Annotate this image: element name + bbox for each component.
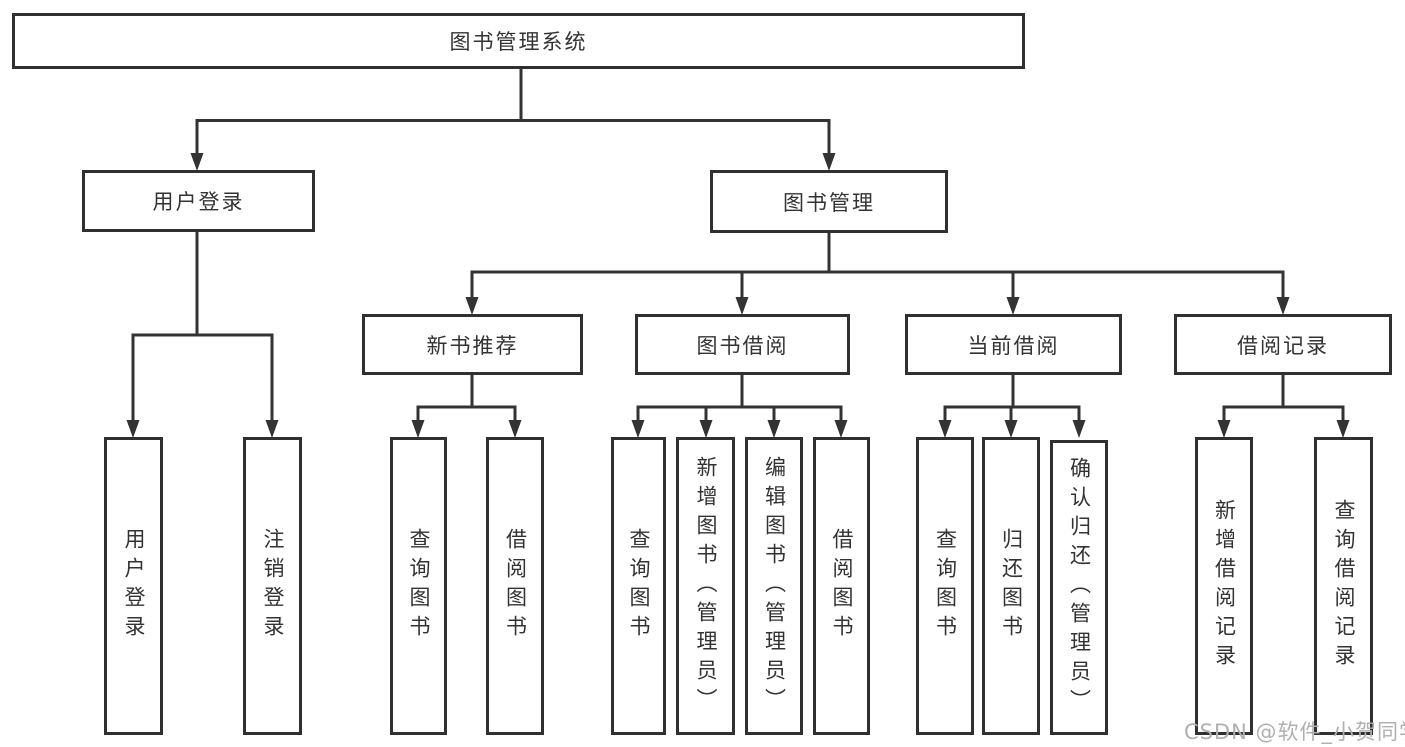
node-library-system-label: 图书管理系统 <box>449 30 588 54</box>
leaf-logout-label: 注销登录 <box>261 528 285 644</box>
node-borrow-records: 借阅记录 <box>1174 314 1392 375</box>
leaf-nbr-query-books: 查询图书 <box>390 437 447 735</box>
node-book-management: 图书管理 <box>710 170 948 233</box>
node-borrow-records-label: 借阅记录 <box>1237 333 1329 358</box>
leaf-nbr-borrow-books: 借阅图书 <box>486 437 544 735</box>
leaf-cb-return-books-label: 归还图书 <box>999 528 1024 644</box>
arrowhead-icons <box>126 153 1350 438</box>
leaf-br-query-record: 查询借阅记录 <box>1314 437 1373 735</box>
leaf-bb-edit-books-admin: 编辑图书（管理员） <box>745 437 803 735</box>
leaf-user-login-label: 用户登录 <box>122 528 146 644</box>
node-library-system: 图书管理系统 <box>12 13 1025 69</box>
leaf-bb-query-books: 查询图书 <box>611 437 666 735</box>
node-book-borrowing: 图书借阅 <box>635 314 850 375</box>
node-user-login: 用户登录 <box>82 170 315 232</box>
leaf-nbr-borrow-books-label: 借阅图书 <box>503 528 528 644</box>
leaf-nbr-query-books-label: 查询图书 <box>407 528 431 644</box>
leaf-logout: 注销登录 <box>243 437 302 735</box>
node-book-management-label: 图书管理 <box>783 190 875 215</box>
leaf-bb-add-books-admin: 新增图书（管理员） <box>676 437 735 735</box>
connector-segments <box>131 69 1345 422</box>
watermark: CSDN @软件_小贺同学 <box>1184 720 1405 744</box>
node-current-borrowing-label: 当前借阅 <box>967 333 1060 358</box>
leaf-cb-query-books-label: 查询图书 <box>933 528 958 644</box>
leaf-cb-confirm-return-admin: 确认归还（管理员） <box>1050 440 1108 735</box>
leaf-bb-borrow-books-label: 借阅图书 <box>830 528 854 644</box>
node-book-borrowing-label: 图书借阅 <box>696 333 789 358</box>
node-new-book-recommend-label: 新书推荐 <box>426 333 519 358</box>
leaf-user-login: 用户登录 <box>104 437 163 735</box>
leaf-cb-confirm-return-admin-label: 确认归还（管理员） <box>1067 457 1092 718</box>
leaf-br-add-record: 新增借阅记录 <box>1195 437 1253 735</box>
node-user-login-label: 用户登录 <box>152 190 245 214</box>
node-current-borrowing: 当前借阅 <box>905 314 1122 375</box>
leaf-bb-add-books-admin-label: 新增图书（管理员） <box>694 455 718 717</box>
node-new-book-recommend: 新书推荐 <box>362 314 583 375</box>
leaf-cb-query-books: 查询图书 <box>916 437 974 735</box>
leaf-bb-query-books-label: 查询图书 <box>627 528 651 644</box>
leaf-bb-borrow-books: 借阅图书 <box>813 437 870 735</box>
leaf-bb-edit-books-admin-label: 编辑图书（管理员） <box>762 455 787 717</box>
leaf-cb-return-books: 归还图书 <box>982 437 1040 735</box>
leaf-br-add-record-label: 新增借阅记录 <box>1212 499 1237 673</box>
leaf-br-query-record-label: 查询借阅记录 <box>1332 499 1356 673</box>
